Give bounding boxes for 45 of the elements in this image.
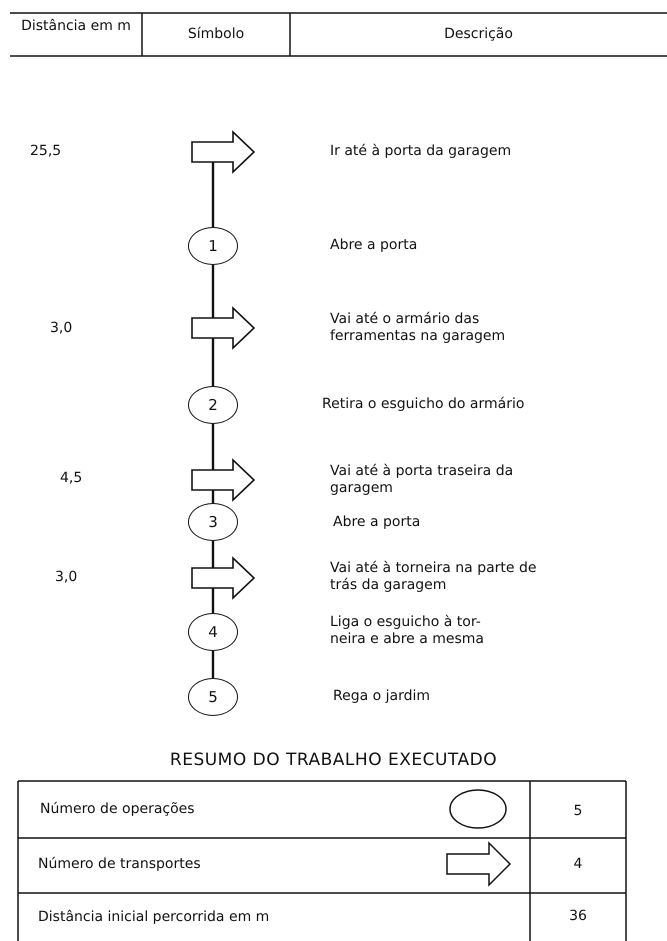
connector-line (212, 338, 214, 386)
connector-line (212, 424, 214, 470)
transport-symbol (191, 459, 255, 501)
connector-line (212, 162, 214, 227)
connector-line (212, 490, 214, 503)
step-number: 4 (208, 623, 218, 641)
operation-circle (188, 227, 238, 265)
connector-line (212, 265, 214, 318)
operation-circle (188, 613, 238, 651)
step-description: Ir até à porta da garagem (330, 143, 512, 160)
connector-line (212, 651, 214, 678)
operation-circle (188, 678, 238, 716)
operation-circle (188, 503, 238, 541)
step-description: Abre a porta (333, 514, 422, 531)
cell-value: 5 (572, 803, 584, 820)
transport-symbol (191, 131, 255, 173)
column-header: Símbolo (186, 26, 246, 43)
cell-value: 36 (568, 908, 588, 925)
distance-value: 3,0 (50, 320, 74, 337)
row-label: Número de transportes (38, 856, 202, 873)
column-header: Distância em m (20, 18, 132, 35)
step-description: Retira o esguicho do armário (322, 396, 526, 413)
operation-circle (188, 386, 238, 424)
step-description: Liga o esguicho à tor- neira e abre a mesma (330, 614, 485, 648)
step-number: 5 (208, 688, 218, 706)
distance-value: 3,0 (55, 569, 78, 586)
step-description: Vai até à porta traseira da garagem (330, 463, 514, 497)
column-header: Descrição (443, 26, 514, 43)
connector-line (212, 588, 214, 613)
step-number: 3 (208, 513, 218, 531)
transport-symbol (191, 307, 255, 349)
section-title: RESUMO DO TRABALHO EXECUTADO (168, 752, 498, 769)
step-description: Vai até à torneira na parte de trás da garagem (330, 560, 538, 594)
step-description: Vai até o armário das ferramentas na garagem (330, 311, 506, 345)
row-label: Distância inicial percorrida em m (38, 909, 270, 926)
row-label: Número de operações (40, 801, 196, 818)
transport-symbol (191, 557, 255, 599)
connector-line (212, 541, 214, 568)
cell-value: 4 (572, 856, 584, 873)
distance-value: 4,5 (60, 470, 84, 487)
distance-value: 25,5 (30, 143, 62, 160)
step-description: Abre a porta (330, 237, 418, 254)
step-number: 1 (208, 237, 218, 255)
step-description: Rega o jardim (333, 688, 432, 705)
step-number: 2 (208, 396, 218, 414)
